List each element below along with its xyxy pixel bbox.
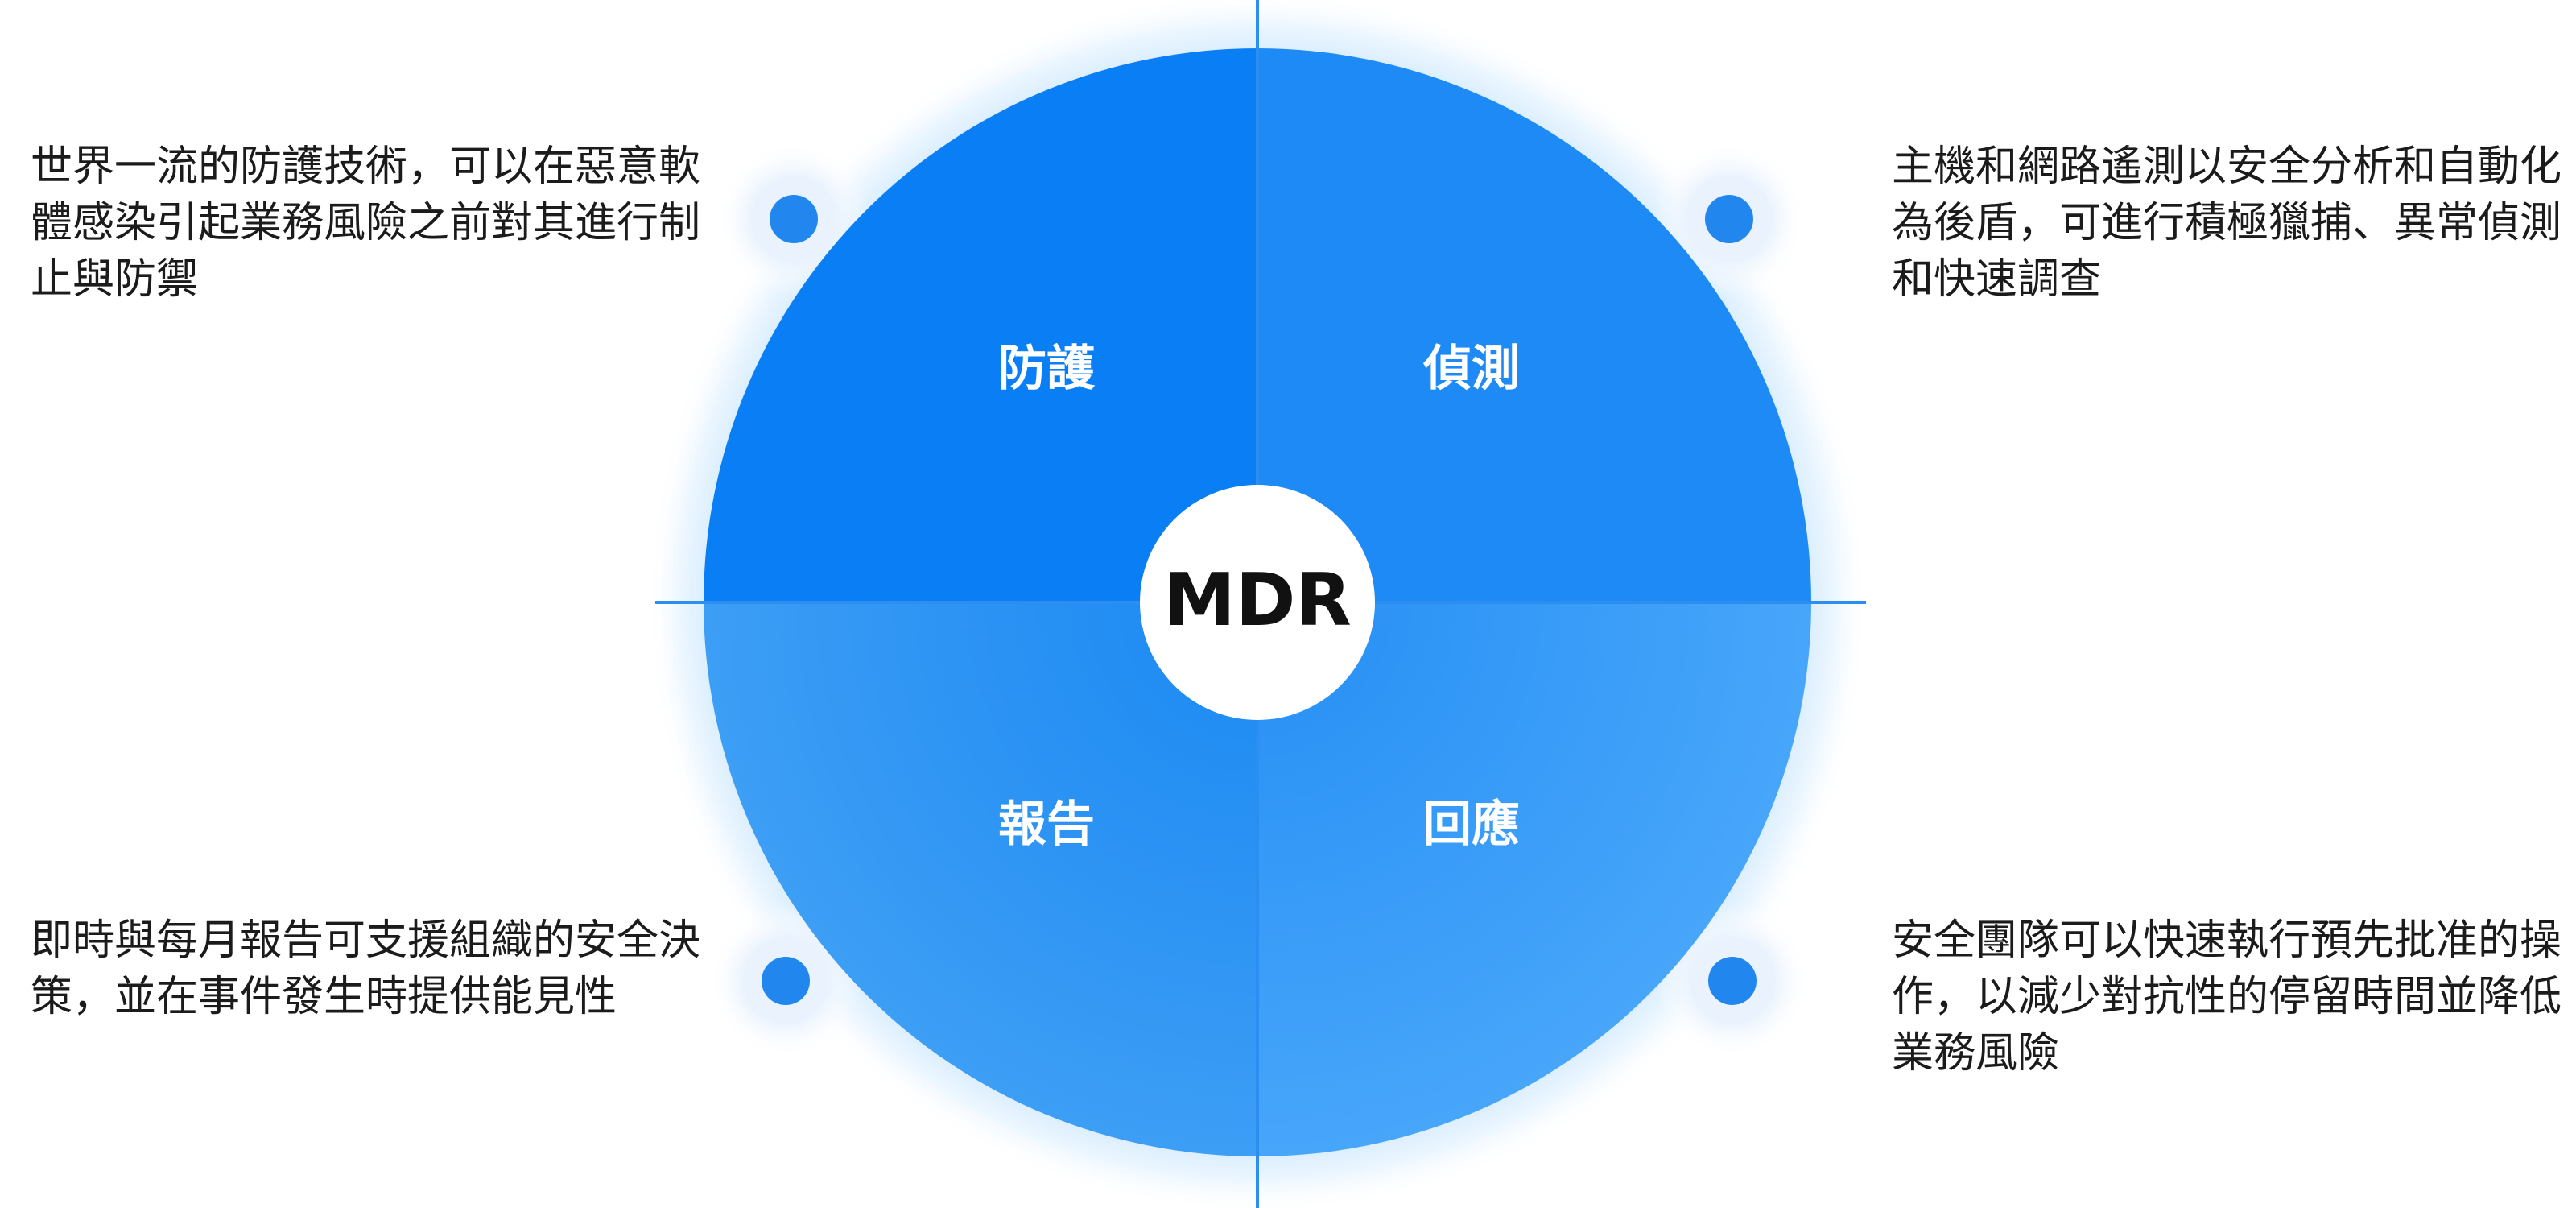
respond-description: 安全團隊可以快速執行預先批准的操作，以減少對抗性的停留時間並降低業務風險	[1892, 916, 2562, 1078]
quadrant-label-report: 報告	[998, 796, 1095, 853]
node-dot-top-right	[1705, 195, 1753, 243]
quadrant-label-detect: 偵測	[1422, 341, 1520, 397]
center-label: MDR	[1163, 558, 1352, 643]
node-dot-top-left	[770, 195, 818, 243]
detect-description: 主機和網路遙測以安全分析和自動化為後盾，可進行積極獵捕、異常偵測和快速調查	[1892, 143, 2562, 304]
report-description: 即時與每月報告可支援組織的安全決策，並在事件發生時提供能見性	[31, 916, 701, 1021]
protect-description: 世界一流的防護技術，可以在惡意軟體感染引起業務風險之前對其進行制止與防禦	[31, 143, 701, 304]
node-dot-bottom-right	[1708, 957, 1757, 1005]
node-dot-bottom-left	[762, 957, 810, 1005]
center-circle	[1140, 485, 1375, 720]
quadrant-label-protect: 防護	[998, 341, 1096, 397]
quadrant-label-respond: 回應	[1423, 796, 1520, 853]
